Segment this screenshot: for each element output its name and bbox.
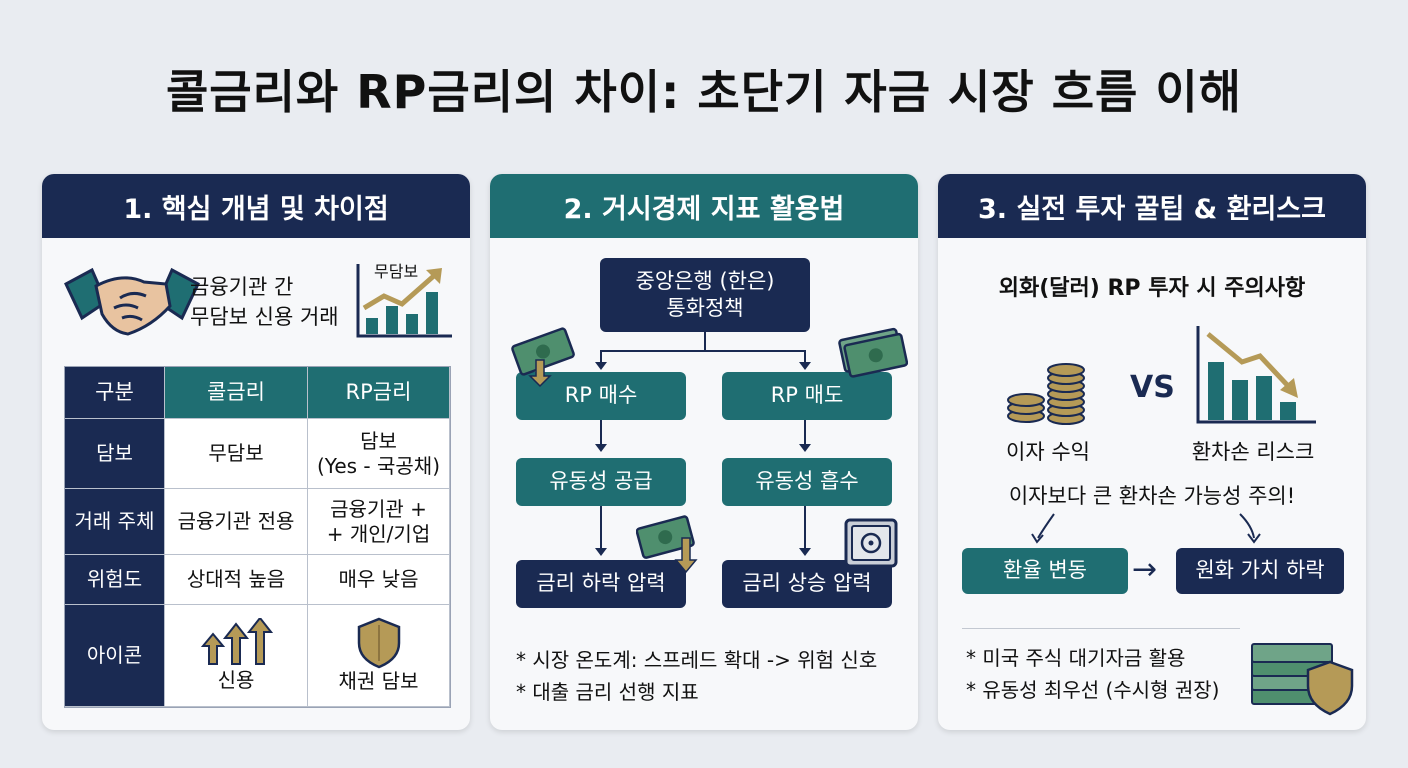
table-header-rp: RP금리 [308, 367, 450, 419]
panel3-header: 3. 실전 투자 꿀팁 & 환리스크 [938, 174, 1366, 238]
page-title: 콜금리와 RP금리의 차이: 초단기 자금 시장 흐름 이해 [165, 65, 1243, 119]
panel3-notes: * 미국 주식 대기자금 활용 * 유동성 최우선 (수시형 권장) [966, 642, 1219, 706]
curved-arrows [1031, 513, 1261, 544]
intro-line-2: 무담보 신용 거래 [190, 305, 339, 329]
right-arrow-icon: → [1132, 552, 1158, 587]
arrow-head-left-1 [595, 444, 607, 452]
panel1-header: 1. 핵심 개념 및 차이점 [42, 174, 470, 238]
panel3-note-1: * 미국 주식 대기자금 활용 [966, 646, 1186, 670]
panel-macro-indicators: 2. 거시경제 지표 활용법 중앙은행 (한은) 통화정책 RP 매수 유동성 공… [490, 174, 918, 730]
rp-participants-line1: 금융기관 + [330, 496, 427, 521]
cash-arrow-down-icon [636, 515, 698, 574]
divider [962, 628, 1240, 629]
call-collateral: 무담보 [165, 419, 308, 489]
rate-up-pressure-box: 금리 상승 압력 [722, 560, 892, 608]
central-bank-box: 중앙은행 (한은) 통화정책 [600, 258, 810, 332]
central-bank-line2: 통화정책 [666, 296, 744, 320]
rp-buy-box: RP 매수 [516, 372, 686, 420]
connector-top [704, 332, 706, 350]
liquidity-supply-box: 유동성 공급 [516, 458, 686, 506]
comparison-table: 구분 콜금리 RP금리 담보 무담보 담보(Yes - 국공채) 거래 주체 금… [64, 366, 451, 708]
rp-collateral: 담보(Yes - 국공채) [308, 419, 450, 489]
cash-stack-icon [838, 327, 908, 378]
rp-collateral-line2: (Yes - 국공채) [316, 453, 441, 478]
connector-left-2 [600, 506, 602, 550]
rate-down-pressure-box: 금리 하락 압력 [516, 560, 686, 608]
arrow-head-right-2 [799, 548, 811, 556]
call-icon-cell: 신용 [165, 605, 308, 707]
warning-text: 이자보다 큰 환차손 가능성 주의! [1008, 484, 1296, 508]
panel2-notes: * 시장 온도계: 스프레드 확대 -> 위험 신호 * 대출 금리 선행 지표 [516, 644, 877, 708]
rp-participants: 금융기관 ++ 개인/기업 [308, 489, 450, 555]
panel2-header: 2. 거시경제 지표 활용법 [490, 174, 918, 238]
call-icon-label: 신용 [217, 668, 255, 692]
table-header-category: 구분 [65, 367, 165, 419]
rp-icon-cell: 채권 담보 [308, 605, 450, 707]
arrow-head-left-2 [595, 548, 607, 556]
safe-icon [844, 518, 898, 568]
cash-down-icon [511, 327, 575, 388]
vs-label: VS [1130, 370, 1175, 405]
liquidity-absorb-box: 유동성 흡수 [722, 458, 892, 506]
arrow-head-right-1 [799, 444, 811, 452]
panel2-note-2: * 대출 금리 선행 지표 [516, 680, 699, 704]
connector-right-drop [804, 350, 806, 364]
central-bank-line1: 중앙은행 (한은) [635, 268, 775, 293]
falling-chart-icon [1196, 326, 1316, 424]
connector-right-2 [804, 506, 806, 550]
connector-left-drop [600, 350, 602, 364]
panel3-subtitle: 외화(달러) RP 투자 시 주의사항 [998, 276, 1306, 301]
panel2-note-1: * 시장 온도계: 스프레드 확대 -> 위험 신호 [516, 648, 878, 672]
fx-loss-risk-label: 환차손 리스크 [1191, 440, 1315, 464]
coins-icon [1007, 363, 1085, 425]
won-depreciation-box: 원화 가치 하락 [1176, 548, 1344, 594]
row-label-participants: 거래 주체 [65, 489, 165, 555]
connector-branch [600, 350, 806, 352]
rp-icon-label: 채권 담보 [338, 669, 419, 693]
call-participants: 금융기관 전용 [165, 489, 308, 555]
interest-income-label: 이자 수익 [1006, 440, 1090, 464]
chart-badge: 무담보 [372, 258, 421, 282]
rp-participants-line2: + 개인/기업 [326, 521, 431, 546]
arrow-head-left [595, 362, 607, 370]
connector-right-1 [804, 420, 806, 446]
intro-line-1: 금융기관 간 [190, 275, 294, 299]
intro-text: 금융기관 간 무담보 신용 거래 [190, 272, 339, 332]
table-header-call: 콜금리 [165, 367, 308, 419]
up-arrows-icon [200, 618, 273, 665]
panel-core-concepts: 1. 핵심 개념 및 차이점 금융기관 간 무담보 신용 거래 무담보 구분 콜… [42, 174, 470, 730]
rising-chart-icon [356, 264, 452, 338]
row-label-icon: 아이콘 [65, 605, 165, 707]
handshake-icon [64, 267, 200, 336]
fx-change-box: 환율 변동 [962, 548, 1128, 594]
row-label-collateral: 담보 [65, 419, 165, 489]
shield-icon [357, 617, 400, 669]
row-label-risk: 위험도 [65, 555, 165, 605]
call-risk: 상대적 높음 [165, 555, 308, 605]
panel3-note-2: * 유동성 최우선 (수시형 권장) [966, 678, 1220, 702]
rp-collateral-line1: 담보 [360, 428, 397, 453]
rp-sell-box: RP 매도 [722, 372, 892, 420]
money-shield-icon [1251, 643, 1354, 716]
panel-investment-tips: 3. 실전 투자 꿀팁 & 환리스크 외화(달러) RP 투자 시 주의사항 V… [938, 174, 1366, 730]
rp-risk: 매우 낮음 [308, 555, 450, 605]
arrow-head-right [799, 362, 811, 370]
connector-left-1 [600, 420, 602, 446]
